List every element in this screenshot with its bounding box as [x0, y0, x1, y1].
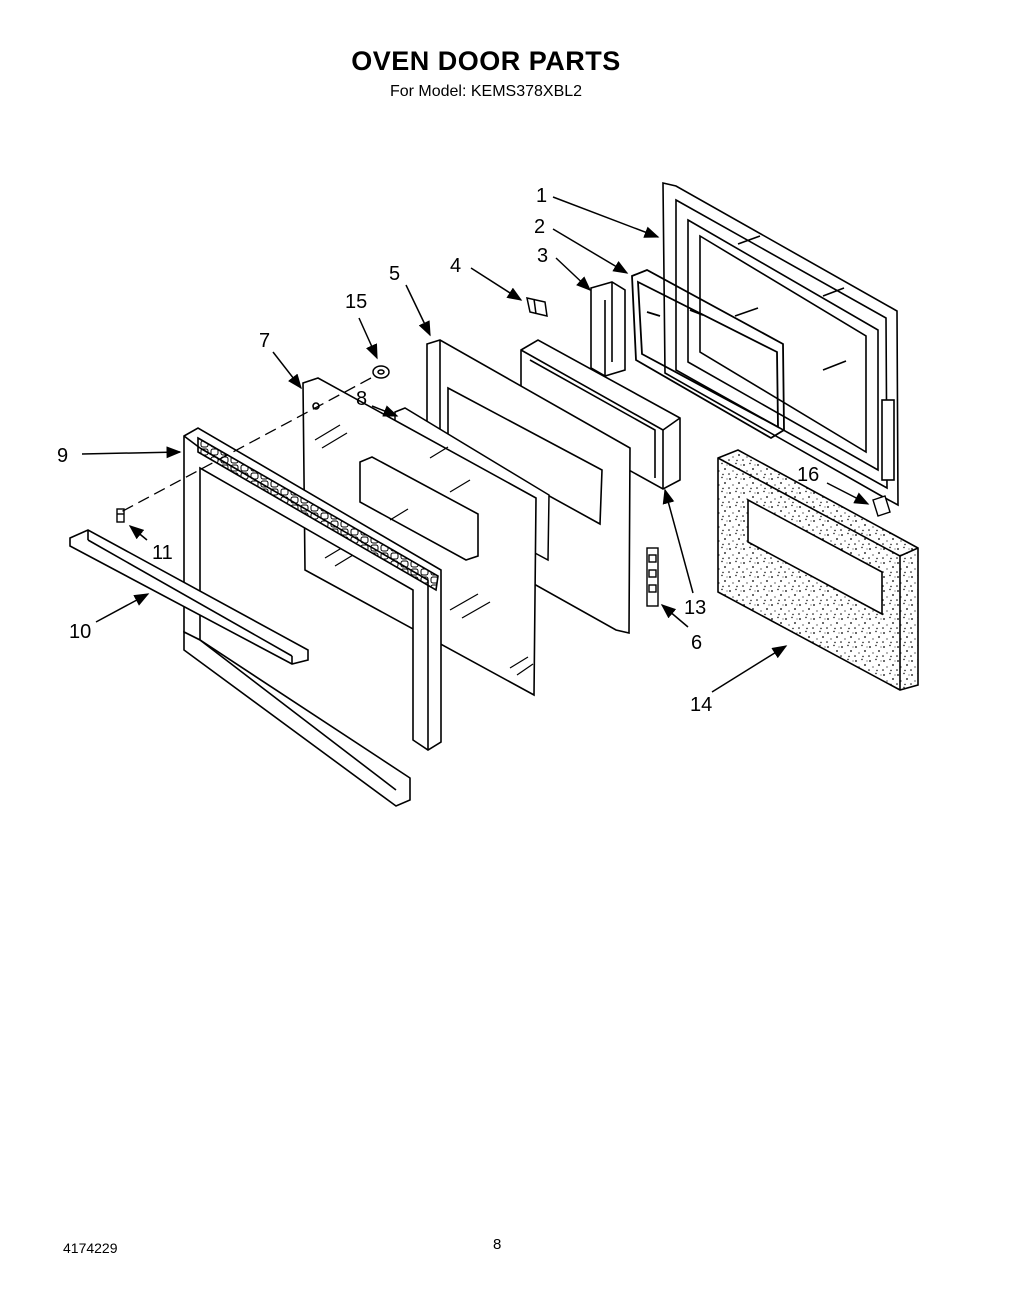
callout-7: 7	[259, 330, 270, 352]
part-7-outer-glass	[302, 377, 537, 697]
part-13-door-spacer-box	[520, 339, 681, 490]
callout-8: 8	[356, 388, 367, 410]
assembly-dashed-line	[120, 377, 372, 513]
callout-4: 4	[450, 255, 461, 277]
callout-16: 16	[797, 464, 819, 486]
part-4-clip	[526, 297, 548, 317]
callout-6: 6	[691, 632, 702, 654]
model-subtitle: For Model: KEMS378XBL2	[389, 83, 583, 100]
part-11-screw	[116, 508, 125, 523]
page-title: OVEN DOOR PARTS	[351, 46, 621, 76]
part-6-hinge-strip	[646, 547, 659, 607]
callout-10: 10	[69, 621, 91, 643]
part-2-door-wire-frame	[631, 269, 785, 440]
part-14-door-insulation	[717, 449, 919, 691]
callout-11: 11	[152, 542, 173, 564]
part-9-front-door-frame	[183, 427, 442, 807]
callout-15: 15	[345, 291, 367, 313]
page-number: 8	[493, 1236, 502, 1253]
callout-1: 1	[536, 185, 547, 207]
callout-2: 2	[534, 216, 545, 238]
callout-13: 13	[684, 597, 706, 619]
callout-14: 14	[690, 694, 712, 716]
callout-5: 5	[389, 263, 400, 285]
callout-9: 9	[57, 445, 68, 467]
part-1-inner-door-panel	[662, 181, 899, 507]
part-10-door-handle	[69, 529, 309, 665]
part-15-washer	[372, 365, 390, 379]
part-3-side-channel	[590, 281, 626, 377]
callout-3: 3	[537, 245, 548, 267]
part-16-spacer-block	[872, 495, 891, 517]
document-number: 4174229	[63, 1240, 118, 1256]
leader-arrows	[81, 196, 870, 693]
